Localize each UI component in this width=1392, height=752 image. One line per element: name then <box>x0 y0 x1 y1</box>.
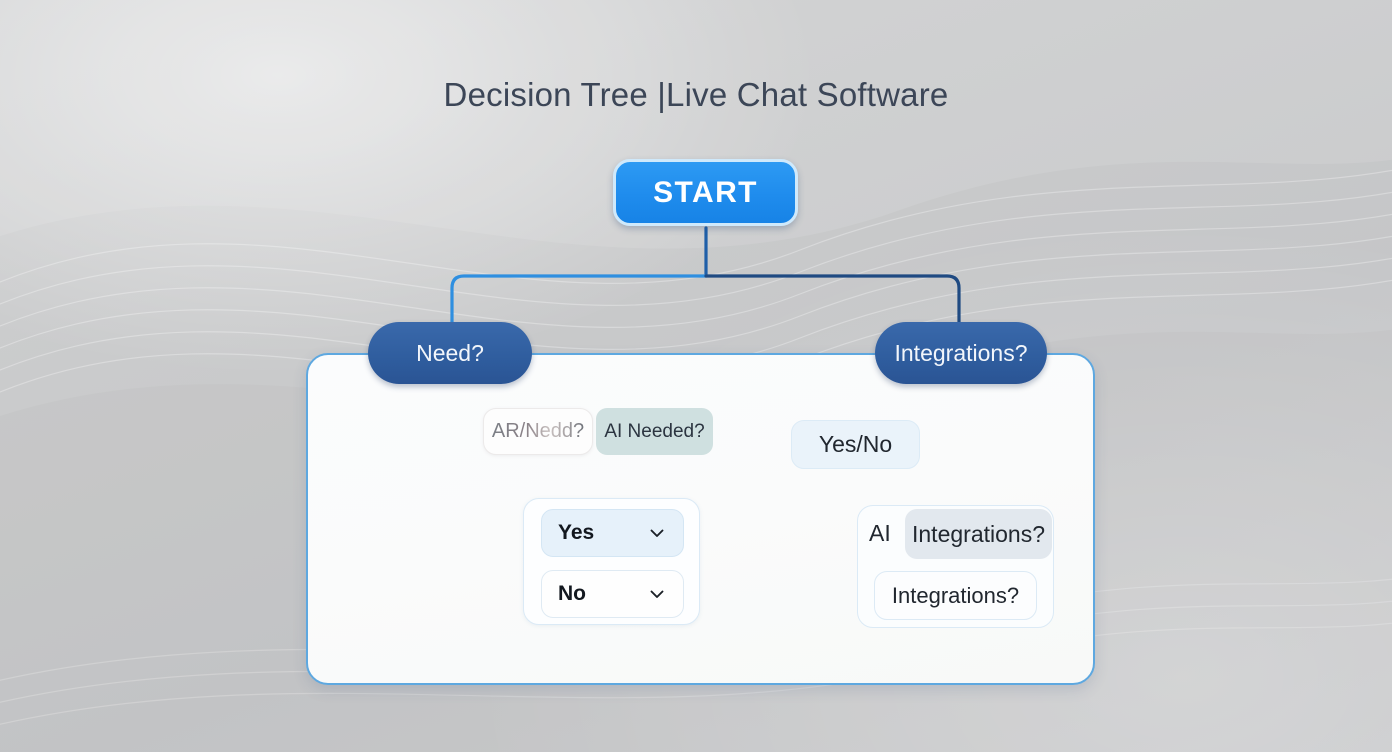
node-integrations-outline[interactable]: Integrations? <box>874 571 1037 620</box>
decision-node-integrations-label: Integrations? <box>894 339 1028 366</box>
node-integrations-overlap[interactable]: Integrations? <box>905 509 1052 559</box>
decision-node-need[interactable]: Need? <box>368 322 532 384</box>
node-integrations-outline-label: Integrations? <box>891 582 1020 608</box>
chevron-down-icon <box>650 529 664 537</box>
node-ai-needed-label: AI Needed? <box>604 420 705 442</box>
ghost-node-ar-nedd-label: AR/Nedd? <box>491 420 585 442</box>
node-integrations-overlap-label: Integrations? <box>912 520 1045 547</box>
start-node[interactable]: START <box>613 159 798 226</box>
chevron-down-icon <box>650 590 664 598</box>
node-yes-no-label: Yes/No <box>818 431 893 457</box>
select-no-value: No <box>558 582 586 605</box>
decision-node-integrations[interactable]: Integrations? <box>875 322 1047 384</box>
select-yes-value: Yes <box>558 521 595 544</box>
decision-node-need-label: Need? <box>416 339 484 366</box>
page-title: Decision Tree |Live Chat Software <box>443 76 949 113</box>
start-node-label: START <box>653 175 758 209</box>
label-ai: AI <box>869 520 891 546</box>
node-yes-no[interactable]: Yes/No <box>791 420 920 469</box>
node-ai-needed[interactable]: AI Needed? <box>596 408 713 455</box>
ghost-node-ar-nedd[interactable]: AR/Nedd? <box>483 408 593 455</box>
select-yes[interactable]: Yes <box>541 509 684 557</box>
select-no[interactable]: No <box>541 570 684 618</box>
